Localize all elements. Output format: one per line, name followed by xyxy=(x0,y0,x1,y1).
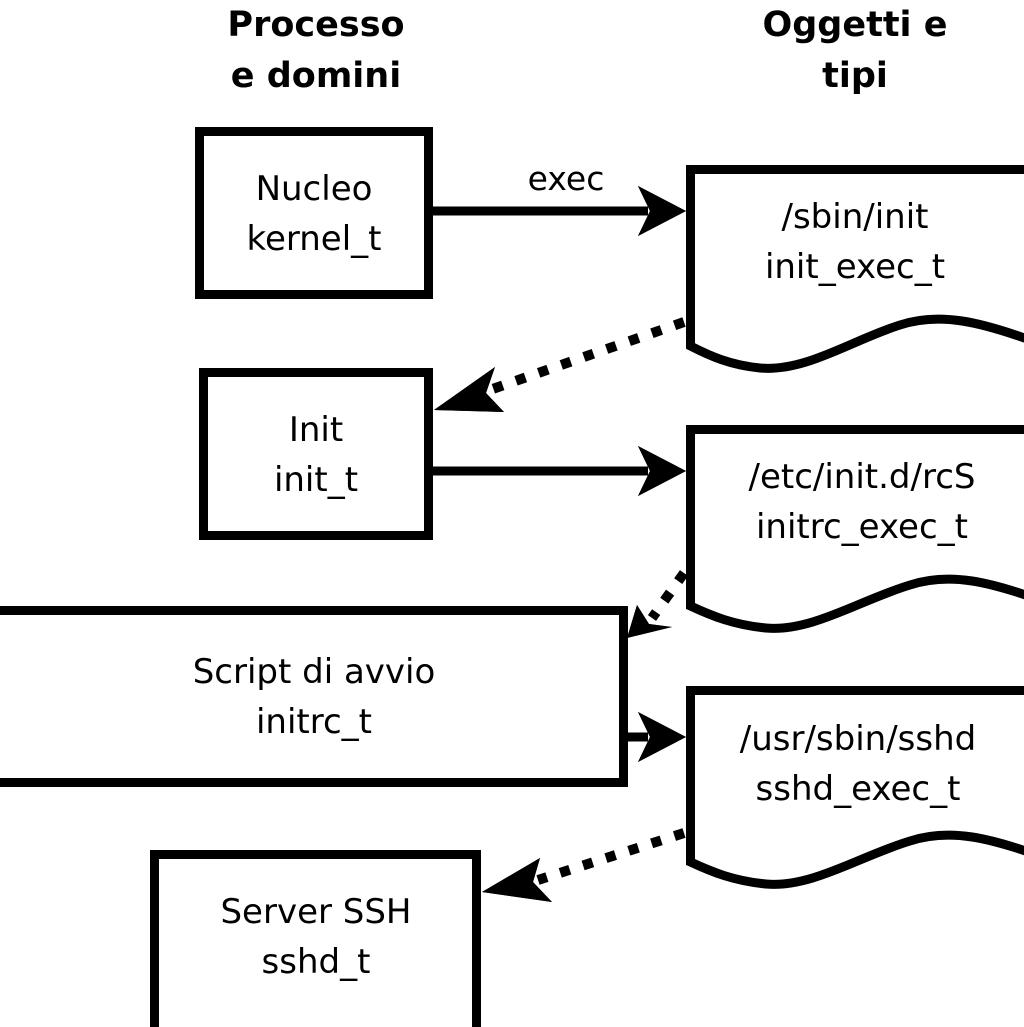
process-node-sshd-line2: sshd_t xyxy=(262,942,371,982)
process-node-initrc-line2: initrc_t xyxy=(256,702,372,742)
object-node-init_exec-line1: /sbin/init xyxy=(782,197,929,237)
edge-label-exec: exec xyxy=(528,159,605,198)
column-header-processes: Processo e domini xyxy=(227,5,404,96)
object-node-sshd_exec-line2: sshd_exec_t xyxy=(756,769,961,809)
process-node-kernel[interactable]: Nucleo kernel_t xyxy=(195,127,433,299)
object-node-initrc_exec-line2: initrc_exec_t xyxy=(756,507,968,547)
column-header-processes-line1: Processo xyxy=(227,5,404,45)
column-header-objects: Oggetti e tipi xyxy=(763,5,948,96)
process-node-sshd-line1: Server SSH xyxy=(220,892,411,932)
process-node-sshd[interactable]: Server SSH sshd_t xyxy=(150,850,481,1027)
arrow-head-icon xyxy=(638,446,686,496)
object-node-sshd_exec-line1: /usr/sbin/sshd xyxy=(740,719,976,759)
object-node-init_exec[interactable]: /sbin/init init_exec_t xyxy=(686,165,1024,373)
arrow-head-icon xyxy=(482,858,552,902)
process-node-init-line2: init_t xyxy=(274,460,358,500)
object-node-initrc_exec-line1: /etc/init.d/rcS xyxy=(749,457,976,497)
column-header-processes-line2: e domini xyxy=(231,56,401,96)
column-header-objects-line2: tipi xyxy=(822,56,888,96)
column-header-objects-line1: Oggetti e xyxy=(763,5,948,45)
edge-line xyxy=(647,570,689,621)
document-shape xyxy=(686,686,1024,889)
arrow-head-icon xyxy=(627,605,672,638)
object-node-sshd_exec[interactable]: /usr/sbin/sshd sshd_exec_t xyxy=(686,686,1024,889)
object-node-initrc_exec[interactable]: /etc/init.d/rcS initrc_exec_t xyxy=(686,425,1024,633)
arrow-head-icon xyxy=(638,186,686,236)
process-node-initrc[interactable]: Script di avvio initrc_t xyxy=(0,606,628,787)
document-shape xyxy=(686,425,1024,633)
node-box xyxy=(199,368,433,540)
document-shape xyxy=(686,165,1024,373)
node-box xyxy=(195,127,433,299)
object-node-init_exec-line2: init_exec_t xyxy=(765,247,945,287)
edge-line xyxy=(482,317,686,397)
process-node-init[interactable]: Init init_t xyxy=(199,368,433,540)
node-box xyxy=(0,606,628,787)
arrow-head-icon xyxy=(434,367,504,412)
process-node-init-line1: Init xyxy=(289,410,343,450)
arrowhead-overlays xyxy=(434,186,686,902)
edge-line xyxy=(536,828,686,885)
process-node-initrc-line1: Script di avvio xyxy=(193,652,436,692)
process-node-kernel-line2: kernel_t xyxy=(246,219,381,259)
node-box xyxy=(150,850,481,1027)
process-node-kernel-line1: Nucleo xyxy=(256,169,373,209)
arrow-head-icon xyxy=(638,712,686,762)
